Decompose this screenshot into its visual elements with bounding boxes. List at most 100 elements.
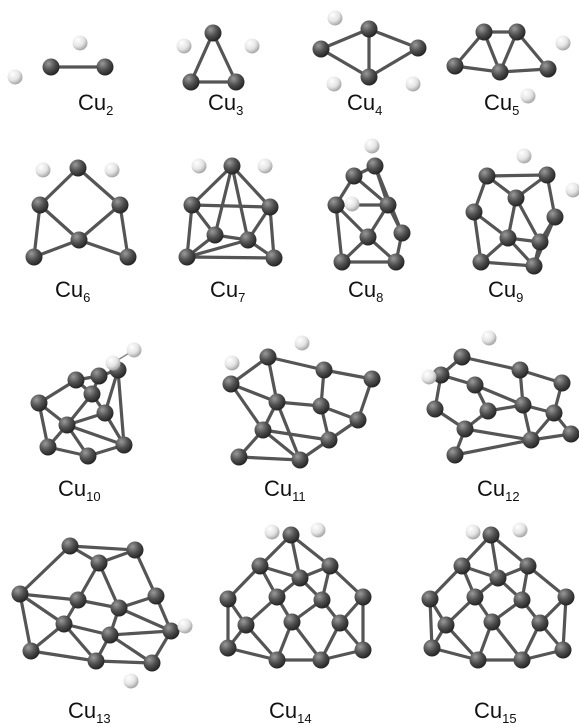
cu-cu-bond [237,455,302,462]
cu-atom [557,588,575,606]
cu-atom [90,367,108,385]
cu-atom [291,569,309,587]
h-atom [327,10,343,26]
cu-cu-bond [38,166,80,207]
label-cu4: Cu4 [347,90,382,118]
cu-atom [331,614,349,632]
label-subscript: 14 [297,711,311,726]
label-subscript: 6 [83,290,90,305]
cu-atom [360,20,378,38]
cu-atom [79,447,97,465]
h-atom [105,355,121,371]
cu-atom [514,396,532,414]
label-cu2: Cu2 [78,90,113,118]
label-subscript: 4 [375,103,382,118]
h-atom [294,335,310,351]
h-atom [555,35,571,51]
structure-cu5 [446,23,571,104]
cu-atom [446,57,464,75]
cu-atom [58,416,76,434]
label-subscript: 3 [236,103,243,118]
label-symbol: Cu [347,90,375,115]
h-atom [176,38,192,54]
cu-atom [223,157,241,175]
cu-atom [230,448,248,466]
cu-cu-bond [18,592,33,653]
structure-cu6 [25,159,137,266]
h-atom [520,88,536,104]
cu-cu-bond [319,27,371,51]
h-atom [326,76,342,92]
cu-atom [111,196,129,214]
cu-atom [204,24,222,42]
label-cu6: Cu6 [55,277,90,305]
structure-cu11 [222,335,381,469]
h-atom [344,196,360,212]
h-atom [7,69,23,85]
cu-cu-bond [463,427,533,442]
structure-cu3 [176,24,260,91]
cu-atom [67,371,85,389]
cu-cu-bond [116,368,126,447]
label-cu11: Cu11 [264,476,306,504]
cu-atom [162,622,180,640]
structure-cu15 [421,522,575,669]
cu-atom [345,167,363,185]
cu-atom [69,159,87,177]
cu-cu-bond [68,544,137,552]
cu-atom [31,196,49,214]
cu-cu-bond [29,649,98,663]
label-subscript: 7 [238,290,245,305]
cu-cu-bond [94,659,154,665]
cu-atom [87,652,105,670]
cu-cu-bond [334,203,344,264]
cu-cu-bond [367,46,420,79]
h-atom [481,330,497,346]
cu-atom [554,641,572,659]
cu-atom [11,585,29,603]
h-atom [421,369,437,385]
cu-atom [423,639,441,657]
cu-cu-bond [229,382,265,432]
cu-cu-bond [479,260,536,268]
structure-cu14 [219,522,372,669]
cu-atom [469,651,487,669]
cu-atom [553,374,571,392]
cu-atom [359,228,377,246]
cu-atom [475,23,493,41]
cu-cu-bond [108,629,173,637]
cu-cu-bond [453,438,533,457]
cu-atom [268,393,286,411]
cu-cu-bond [485,173,549,178]
cu-atom [363,370,381,388]
cu-cu-bond [275,400,302,462]
cu-atom [206,226,224,244]
structure-cu8 [327,138,411,271]
cu-atom [508,23,526,41]
cu-cu-bond [266,355,326,372]
cu-atom [562,425,579,443]
cu-atom [538,166,556,184]
h-atom [257,158,273,174]
cu-cu-bond [561,595,568,652]
label-cu7: Cu7 [210,277,245,305]
cu-atom [466,376,484,394]
cu-atom [446,446,464,464]
cu-atom [320,431,338,449]
cu-atom [178,248,196,266]
h-atom [465,524,481,540]
cu-atom [507,189,525,207]
cu-atom [546,208,564,226]
cu-atom [432,366,450,384]
cu-cu-bond [211,31,238,84]
cu-atom [261,198,279,216]
h-atom [224,355,240,371]
label-symbol: Cu [58,476,86,501]
cu-atom [42,58,60,76]
cu-atom [110,599,128,617]
cu-atom [349,411,367,429]
cu-atom [222,375,240,393]
cu-atom [254,421,272,439]
cu-atom [22,642,40,660]
cu-atom [119,248,137,266]
